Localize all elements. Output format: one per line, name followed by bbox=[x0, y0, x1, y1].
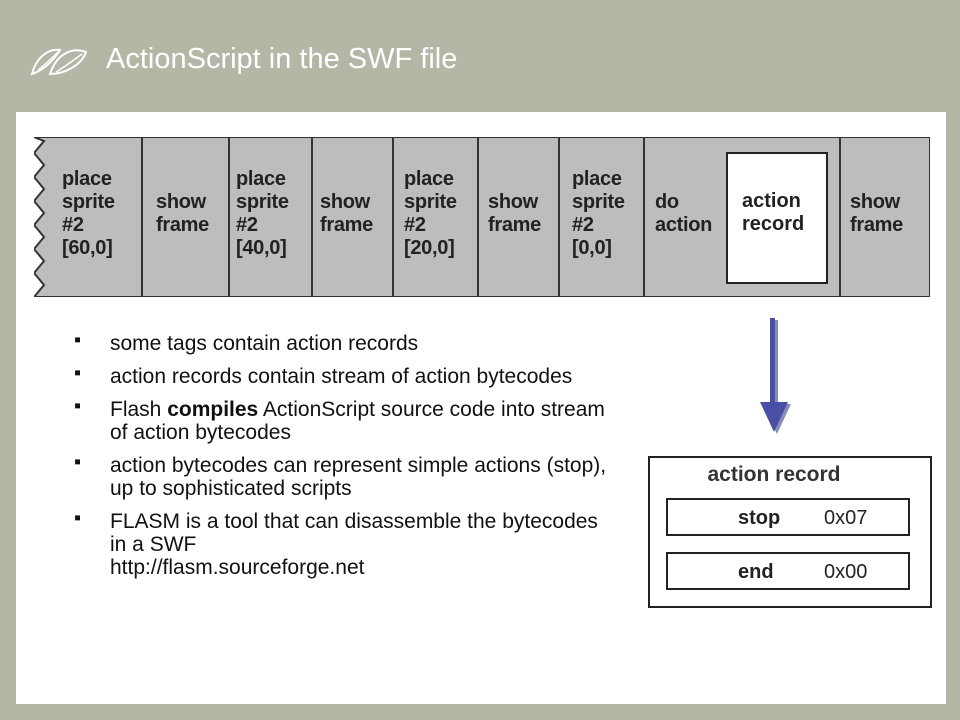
flasm-link[interactable]: http://flasm.sourceforge.net bbox=[110, 556, 365, 579]
down-arrow-icon bbox=[760, 318, 791, 434]
bullet-item: ▪ action bytecodes can represent simple … bbox=[74, 451, 607, 500]
record-value: 0x00 bbox=[824, 561, 868, 583]
bullet-item: ▪ action records contain stream of actio… bbox=[74, 362, 573, 388]
action-record-tag bbox=[726, 152, 828, 284]
bullet-item: ▪ some tags contain action records bbox=[74, 329, 419, 355]
action-record-tag-label: action record bbox=[742, 190, 805, 235]
record-row-stop: stop 0x07 bbox=[666, 498, 910, 536]
tag-dividers bbox=[141, 137, 841, 297]
bullet-item: ▪ Flash compiles ActionScript source cod… bbox=[74, 395, 605, 444]
bullet-marker: ▪ bbox=[74, 451, 82, 473]
bullet-marker: ▪ bbox=[74, 362, 82, 384]
bold-term: compiles bbox=[167, 398, 259, 421]
action-record-panel-title: action record bbox=[707, 463, 841, 486]
slide-title: ActionScript in the SWF file bbox=[106, 43, 458, 75]
bullet-marker: ▪ bbox=[74, 395, 82, 417]
bullet-marker: ▪ bbox=[74, 329, 82, 351]
record-name: stop bbox=[738, 507, 781, 529]
leaf-logo-icon bbox=[30, 48, 88, 76]
record-value: 0x07 bbox=[824, 507, 868, 529]
bullet-marker: ▪ bbox=[74, 507, 82, 529]
bullet-list: ▪ some tags contain action records ▪ act… bbox=[74, 329, 614, 589]
record-name: end bbox=[738, 561, 774, 583]
bullet-item: ▪ FLASM is a tool that can disassemble t… bbox=[74, 507, 614, 579]
record-row-end: end 0x00 bbox=[666, 552, 910, 590]
tag-strip-fill bbox=[34, 137, 930, 297]
swf-tag-strip bbox=[34, 137, 930, 297]
